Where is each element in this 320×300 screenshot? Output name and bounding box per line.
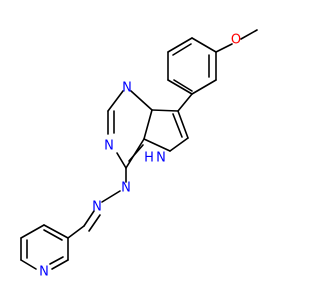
- atom-label-nitrogen-hydrazine-2: N: [92, 200, 102, 215]
- bond-pyrrole-double-1: [172, 113, 183, 138]
- bond-n-n: [101, 190, 121, 203]
- bond-aryl-2: [191, 37, 217, 53]
- atom-label-oxygen-methoxy: O: [231, 33, 241, 48]
- bond-aryl-double-3: [173, 79, 193, 92]
- bond-pyridine-double-1: [43, 229, 63, 241]
- bond-aryl-pyrrole: [177, 93, 193, 112]
- bond-pyrimidine-2: [143, 109, 153, 140]
- atom-label-nitrogen-pyrimidine-left: N: [104, 139, 114, 154]
- bond-pyrimidine-6: [116, 152, 127, 169]
- chemical-structure-diagram: O N N N H N N N: [20, 29, 258, 280]
- bond-pyridine-2: [20, 224, 45, 239]
- bond-pyrrole-3: [143, 138, 171, 152]
- bond-n-ch: [83, 210, 95, 227]
- bond-aryl-3: [167, 37, 193, 53]
- bond-pyrimidine-1: [151, 109, 179, 112]
- bond-pyridine-5: [51, 259, 69, 270]
- atom-label-nitrogen-pyrrole: N: [156, 151, 166, 166]
- atom-label-nitrogen-pyrimidine-top: N: [122, 81, 132, 96]
- bond-group: [20, 29, 258, 270]
- atom-label-nitrogen-pyridine: N: [39, 265, 49, 280]
- bond-pyridine-double-3: [49, 256, 64, 265]
- bond-aryl-5: [167, 79, 193, 95]
- bond-pyrimidine-double-2: [128, 144, 144, 162]
- bond-pyrimidine-3: [130, 90, 153, 111]
- bond-n-ch-double: [88, 214, 101, 232]
- atom-label-hydrogen-pyrrole: H: [144, 151, 154, 166]
- bond-aryl-double-2: [172, 43, 192, 56]
- bond-pyrimidine-4: [107, 90, 124, 112]
- bond-pyridine-1: [43, 224, 69, 239]
- bond-pyridine-4: [20, 259, 37, 270]
- bond-methyl-oxygen: [240, 29, 258, 40]
- atom-label-nitrogen-hydrazine-1: N: [121, 181, 131, 196]
- bond-pyrrole-2: [169, 137, 189, 152]
- bond-oxygen-aryl: [215, 43, 233, 53]
- bond-pyrrole-1: [177, 110, 189, 139]
- atom-labels: O N N N H N N N: [39, 33, 241, 280]
- bond-ch-pyridine: [67, 225, 85, 239]
- bond-aryl-6: [191, 79, 217, 95]
